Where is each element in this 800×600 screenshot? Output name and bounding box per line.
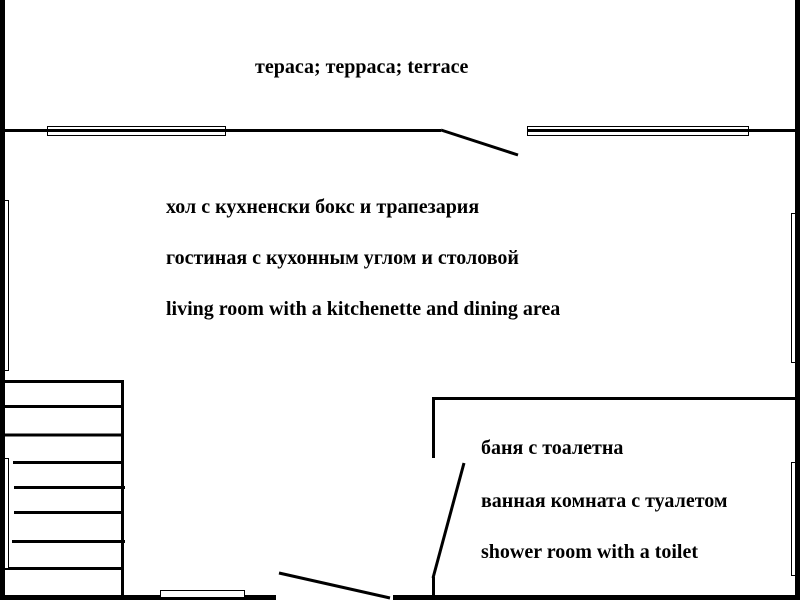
window-bottom bbox=[160, 590, 245, 598]
bathroom-label-bg: баня с тоалетна bbox=[481, 437, 624, 459]
terrace-label: тераса; терраса; terrace bbox=[255, 56, 469, 78]
window-left-lower bbox=[4, 458, 9, 569]
window-right-lower bbox=[791, 462, 796, 576]
window-left-upper bbox=[4, 200, 9, 371]
bathroom-label-ru: ванная комната с туалетом bbox=[481, 490, 728, 512]
bathroom-door-leaf bbox=[431, 462, 466, 579]
window-right-upper bbox=[791, 213, 796, 363]
living-room-label-bg: хол с кухненски бокс и трапезария bbox=[166, 196, 480, 218]
staircase bbox=[2, 380, 125, 600]
entrance-door-leaf bbox=[278, 571, 391, 600]
terrace-door-leaf bbox=[440, 128, 519, 157]
bathroom-label-en: shower room with a toilet bbox=[481, 541, 699, 563]
living-room-label-en: living room with a kitchenette and dinin… bbox=[166, 298, 561, 320]
living-room-label-ru: гостиная с кухонным углом и столовой bbox=[166, 247, 519, 269]
